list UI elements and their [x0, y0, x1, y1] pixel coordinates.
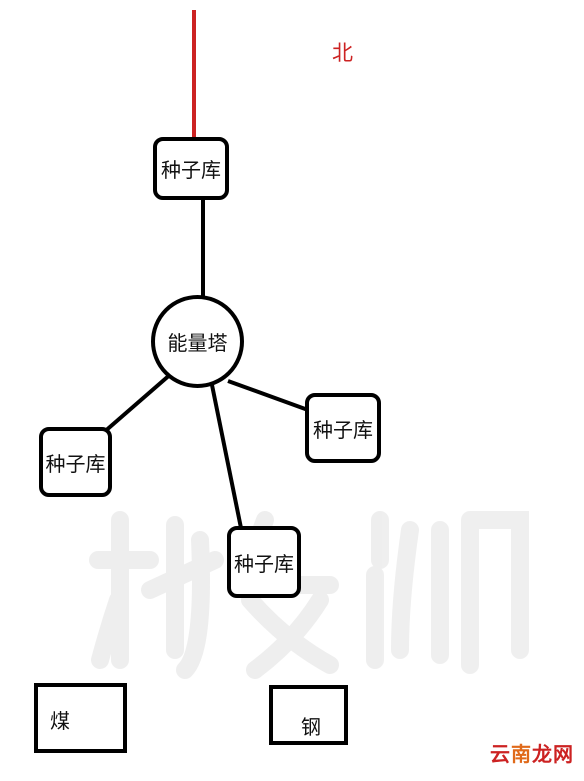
seed-store-bottom: 种子库 [227, 526, 301, 598]
seed-store-left: 种子库 [39, 427, 112, 497]
brand-logo-part1: 云 [490, 742, 511, 766]
coal-label: 煤 [50, 709, 70, 733]
seed-store-label: 种子库 [313, 417, 373, 442]
brand-logo-part2: 南 [511, 742, 532, 766]
watermark [89, 511, 529, 679]
seed-store-label: 种子库 [45, 451, 106, 476]
brand-logo-part3: 龙网 [532, 742, 574, 766]
energy-tower-node: 能量塔 [151, 295, 244, 388]
connector-left [101, 371, 174, 435]
coal-box: 煤 [34, 683, 127, 753]
seed-store-label: 种子库 [234, 551, 294, 576]
connector-right [227, 379, 309, 412]
connector-bottom [210, 384, 243, 529]
seed-store-top: 种子库 [153, 137, 229, 200]
seed-store-label: 种子库 [161, 158, 221, 182]
seed-store-right: 种子库 [305, 393, 381, 463]
north-label: 北 [332, 41, 353, 65]
steel-box: 钢 [269, 685, 348, 745]
energy-tower-label: 能量塔 [167, 331, 228, 355]
brand-logo: 云南龙网 [490, 738, 574, 767]
steel-label: 钢 [301, 715, 321, 739]
